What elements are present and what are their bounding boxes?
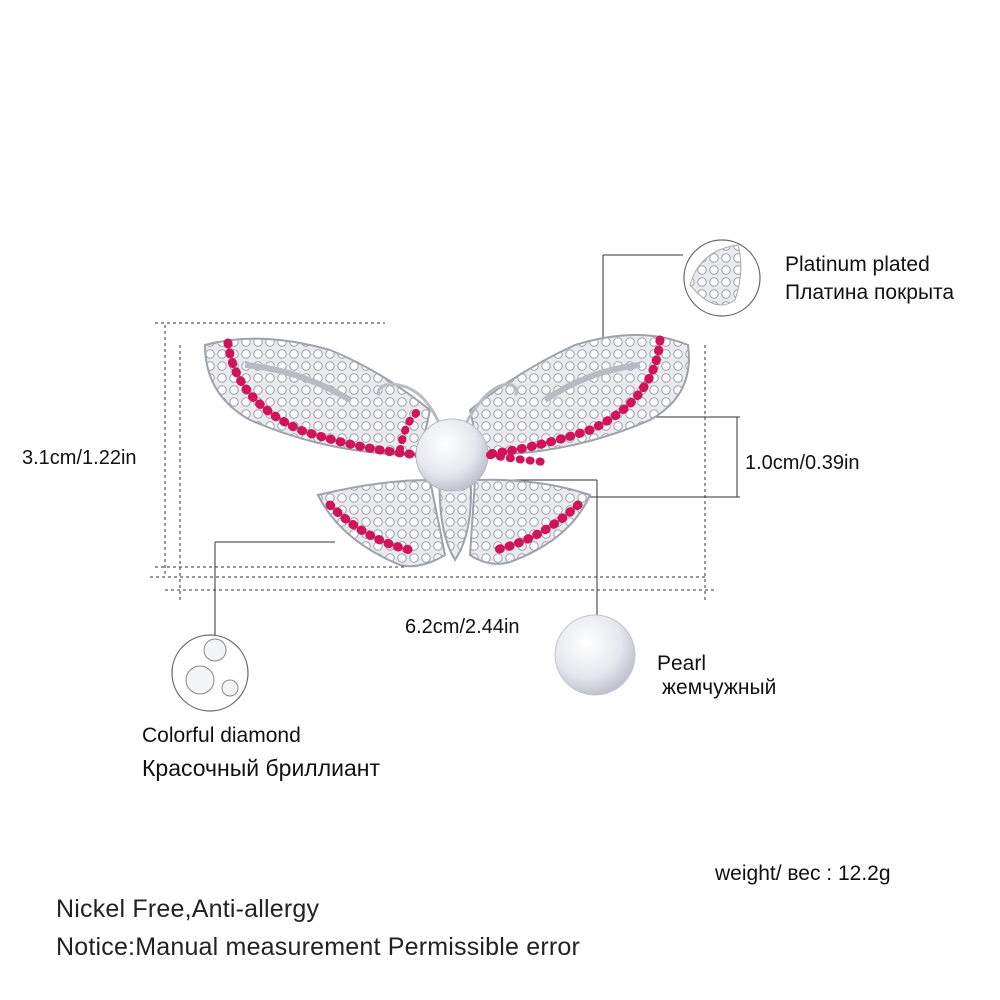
pearl-label-ru: жемчужный: [662, 676, 777, 699]
height-dimension: 3.1cm/1.22in: [22, 447, 137, 469]
brooch-body: [376, 383, 549, 562]
measurement-notice: Notice:Manual measurement Permissible er…: [56, 933, 581, 961]
platinum-label-ru: Платина покрыта: [785, 281, 955, 304]
platinum-detail-image: [683, 239, 761, 317]
left-upper-wing: [203, 337, 432, 460]
diamond-label-ru: Красочный бриллиант: [142, 755, 381, 781]
platinum-label-en: Platinum plated: [785, 253, 930, 276]
weight-label: weight/ вес : 12.2g: [715, 862, 891, 885]
pearl-detail-image: [554, 614, 636, 696]
left-lower-wing: [316, 478, 447, 568]
pearl-label-en: Pearl: [657, 652, 707, 675]
right-upper-wing: [468, 334, 690, 460]
width-dimension: 6.2cm/2.44in: [405, 616, 520, 638]
right-lower-wing: [468, 478, 592, 565]
nickel-free-note: Nickel Free,Anti-allergy: [56, 895, 320, 923]
pearl-dimension: 1.0cm/0.39in: [745, 452, 860, 474]
diamond-detail-image: [171, 634, 249, 712]
diamond-label-en: Colorful diamond: [142, 724, 301, 747]
